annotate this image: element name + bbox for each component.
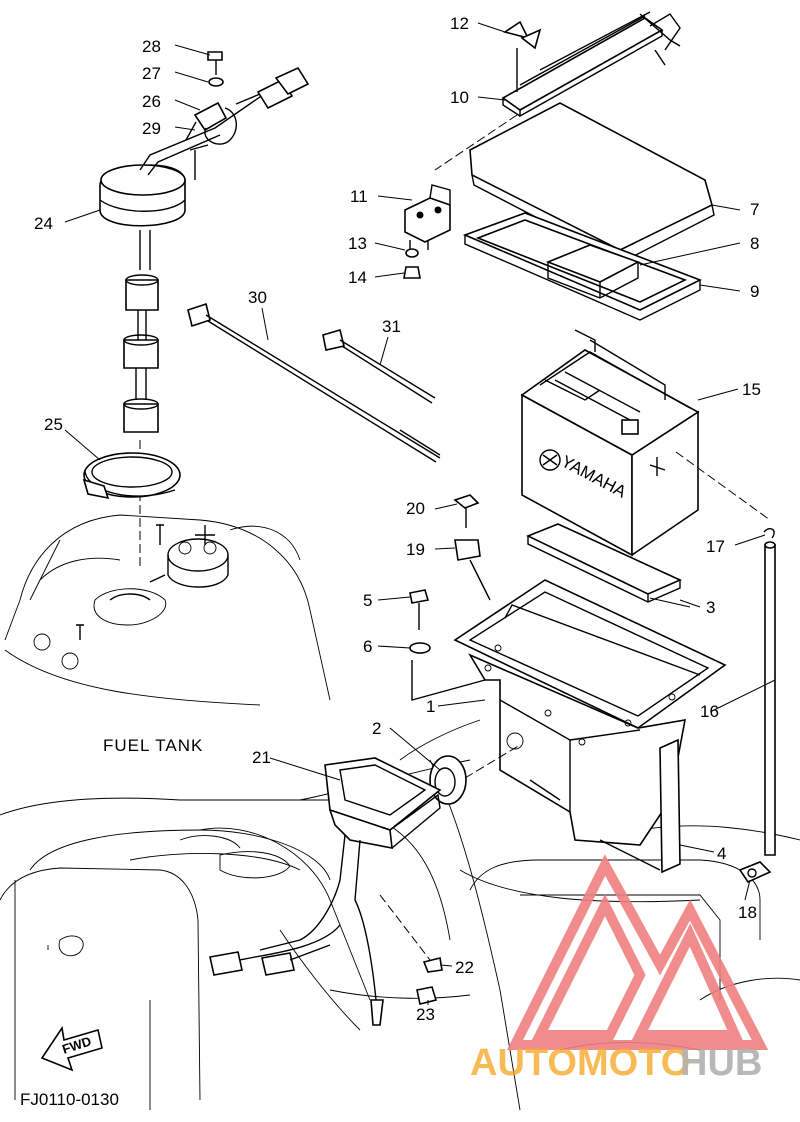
callout-21: 21 — [252, 748, 271, 767]
callout-7: 7 — [750, 200, 759, 219]
cable-tie-short — [322, 328, 436, 404]
callout-10: 10 — [450, 88, 469, 107]
battery-base-pad — [526, 523, 682, 603]
fuel-sender-unit — [149, 525, 229, 588]
callout-26: 26 — [142, 92, 161, 111]
callout-22: 22 — [455, 958, 474, 977]
callout-12: 12 — [450, 14, 469, 33]
callout-18: 18 — [738, 903, 757, 922]
battery-pad-small — [545, 244, 640, 299]
callout-28: 28 — [142, 37, 161, 56]
watermark-triangle — [506, 854, 769, 1050]
callout-17: 17 — [706, 537, 725, 556]
grommet — [429, 744, 521, 805]
figure-code: FJ0110-0130 — [20, 1090, 119, 1109]
callout-16: 16 — [700, 702, 719, 721]
callout-15: 15 — [742, 380, 761, 399]
watermark-logo: AUTOMOTO HUB — [470, 854, 769, 1084]
callout-20: 20 — [406, 499, 425, 518]
wing-nut — [503, 20, 542, 92]
nut-and-washer — [379, 894, 443, 1005]
hose-clamp — [82, 452, 181, 500]
fwd-arrow: FWD — [40, 1025, 103, 1072]
callout-2: 2 — [372, 719, 381, 738]
callout-30: 30 — [248, 288, 267, 307]
sender-wire-clip — [185, 51, 237, 180]
callout-24: 24 — [34, 214, 53, 233]
battery: YAMAHA — [520, 329, 700, 557]
battery-strap — [501, 11, 681, 118]
callout-14: 14 — [348, 268, 367, 287]
callout-6: 6 — [363, 637, 372, 656]
callout-8: 8 — [750, 234, 759, 253]
clamp-screw — [453, 494, 491, 601]
fuel-tank-outline — [4, 514, 331, 706]
callout-13: 13 — [348, 234, 367, 253]
callout-29: 29 — [142, 119, 161, 138]
callout-1: 1 — [426, 697, 435, 716]
electrical-box — [209, 757, 442, 1026]
callout-19: 19 — [406, 540, 425, 559]
callout-25: 25 — [44, 415, 63, 434]
callout-31: 31 — [382, 317, 401, 336]
watermark-text-a: AUTOMOTO — [470, 1042, 690, 1084]
fuel-sender-assembly — [99, 89, 271, 570]
sender-connector — [235, 66, 310, 110]
fuel-tank-label: FUEL TANK — [103, 736, 203, 755]
callout-27: 27 — [142, 64, 161, 83]
callout-23: 23 — [416, 1005, 435, 1024]
watermark-text-b: HUB — [680, 1042, 762, 1084]
box-bolt — [409, 589, 486, 701]
strap-bracket — [403, 184, 451, 279]
callout-9: 9 — [750, 282, 759, 301]
callout-4: 4 — [717, 844, 726, 863]
leader-lines — [64, 22, 776, 1005]
callout-11: 11 — [350, 187, 368, 206]
hull-outline — [0, 719, 800, 1111]
assembly-line — [434, 114, 518, 171]
breather-hose — [675, 451, 776, 884]
callout-3: 3 — [706, 598, 715, 617]
callout-5: 5 — [363, 591, 372, 610]
battery-band — [599, 738, 681, 874]
cable-tie-long — [187, 302, 441, 463]
callout-labels: 28 27 26 29 24 25 30 31 12 10 11 13 14 7… — [34, 14, 761, 1024]
battery-box — [453, 579, 727, 846]
